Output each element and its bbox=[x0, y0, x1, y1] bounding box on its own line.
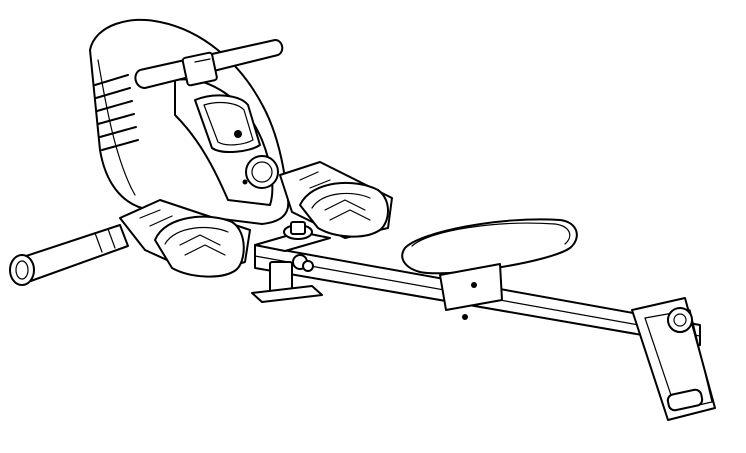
handle-bar bbox=[134, 39, 284, 89]
front-foot bbox=[251, 254, 323, 303]
right-footrest bbox=[279, 161, 393, 239]
rear-stabilizer-bar bbox=[9, 224, 129, 286]
seat bbox=[401, 218, 578, 320]
front-end-cap bbox=[631, 297, 716, 421]
tension-knob bbox=[242, 155, 279, 189]
lcd-display bbox=[194, 94, 261, 153]
left-footrest bbox=[119, 199, 251, 278]
adjuster-knob bbox=[283, 221, 313, 240]
